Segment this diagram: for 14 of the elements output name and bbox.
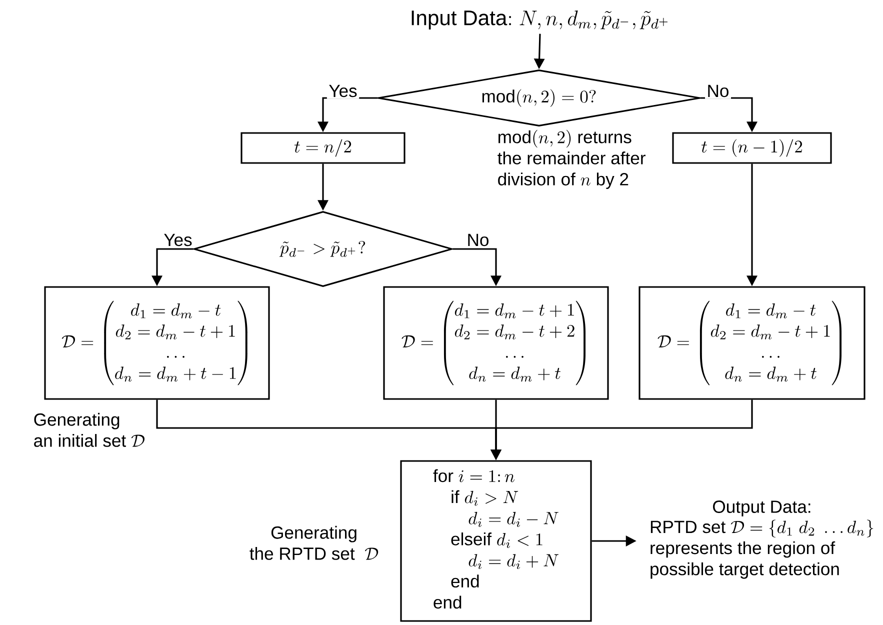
caption-text: $\begin{array}{c}\text{Generating}\\\text{the RPTD set }\ \mathcal{D}\end{array}$ (250, 526, 378, 560)
process-box: $t=n/2$ (240, 132, 406, 164)
note-text: $\begin{array}{l}\mathrm{mod}(n,2)\text{ returns}\\\text{the remainder after}\\\text{division of }n\text{ by 2}\end{array}$ (498, 130, 646, 189)
input-text: $\mathrm{Input\ Data{:}}\ N, n, d_m, \tilde{p}_{d^-}, \tilde{p}_{d^+}$ (412, 10, 668, 30)
output-text: Output Data: $\begin{array}{l}\text{RPTD set }\mathcal{D}=\{d_1\ d_2\ \dots d_n\}\\\text{represents the region of}\\\text{possible target detection}\end{array}$ (650, 500, 874, 579)
matrix-box: $\mathcal{D}=\begin{pmatrix}d_1=d_m-t+1\\d_2=d_m-t+2\\\dots\\d_n=d_m+t\end{pmatrix}$ (383, 286, 609, 400)
edge-label: Yes (326, 83, 360, 99)
code-box: $\begin{array}{l}\mathrm{for}\ i=1{:}\,n\\\quad\mathrm{if}\ d_i>N\\\qquad d_i=d_i-N\\\quad\mathrm{elseif}\ d_i<1\\\qquad d_i=d_i+N\\\quad\mathrm{end}\\\mathrm{end}\end{array}$ (400, 460, 592, 622)
matrix-box: $\mathcal{D}=\begin{pmatrix}d_1=d_m-t\\d_2=d_m-t+1\\\dots\\d_n=d_m+t-1\end{pmatrix}$ (44, 286, 270, 400)
caption-text: $\begin{array}{l}\text{Generating}\\\text{an initial set }\mathcal{D}\end{array}$ (34, 412, 144, 447)
edge-label: No (465, 232, 491, 248)
edge-label: No (705, 83, 731, 99)
matrix-box: $\mathcal{D}=\begin{pmatrix}d_1=d_m-t\\d_2=d_m-t+1\\\dots\\d_n=d_m+t\end{pmatrix}$ (638, 286, 866, 400)
process-box: $t=(n-1)/2$ (672, 132, 832, 164)
